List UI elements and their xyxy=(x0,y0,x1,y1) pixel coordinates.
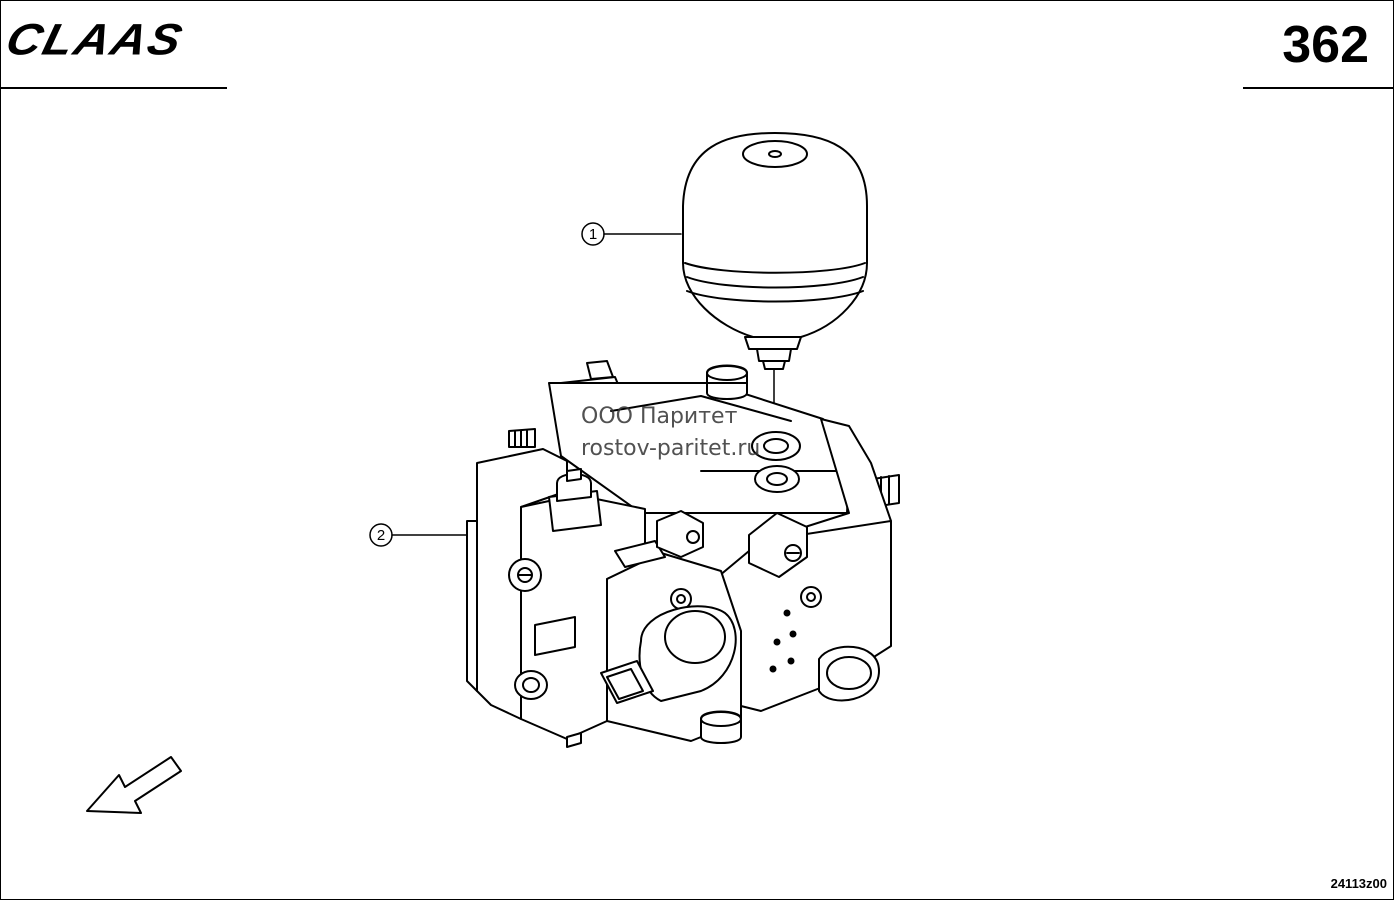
part-1-accumulator xyxy=(682,132,868,472)
part-2-valve-block xyxy=(466,360,900,748)
callout-2-number: 2 xyxy=(377,527,385,544)
arrow-down-left-icon xyxy=(86,756,182,814)
callout-2: 2 xyxy=(369,523,468,547)
watermark-site: rostov-paritet.ru xyxy=(581,436,761,461)
watermark: ООО Паритет rostov-paritet.ru xyxy=(581,401,760,465)
watermark-company: ООО Паритет xyxy=(581,404,738,429)
header-rule-right xyxy=(1243,87,1393,89)
callout-1-number: 1 xyxy=(589,226,597,243)
header-rule-left xyxy=(1,87,227,89)
callout-1: 1 xyxy=(581,222,682,246)
page-number: 362 xyxy=(1282,16,1369,74)
drawing-code: 24113z00 xyxy=(1330,876,1387,891)
